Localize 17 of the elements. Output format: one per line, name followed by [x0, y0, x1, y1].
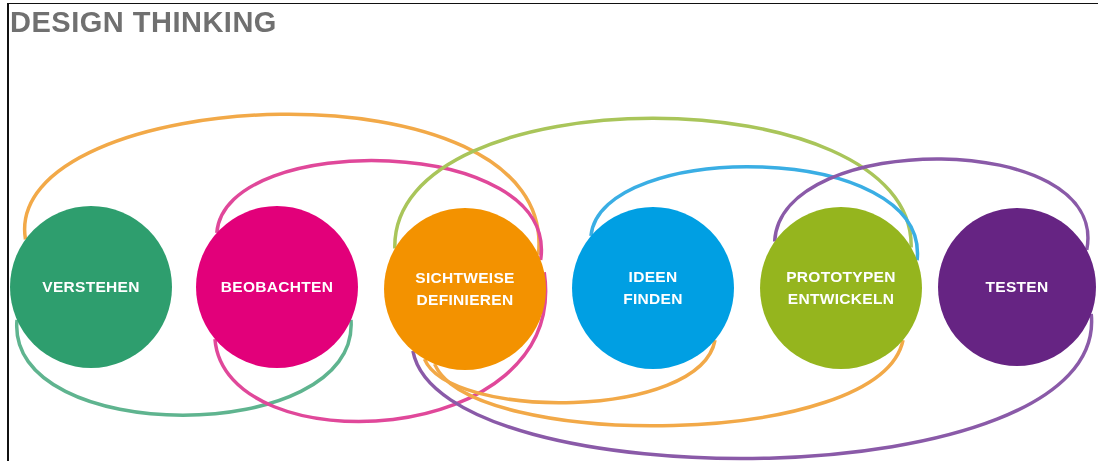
- loop-arc: [433, 339, 905, 428]
- loop-arc: [772, 157, 1089, 250]
- loop-arc: [589, 165, 919, 261]
- loop-arc: [393, 116, 913, 249]
- loop-arc: [15, 319, 353, 417]
- loop-arc: [213, 272, 546, 424]
- diagram-title: DESIGN THINKING: [10, 6, 277, 39]
- stage-label: IDEEN FINDEN: [622, 267, 684, 309]
- loop-arc: [215, 159, 543, 261]
- stage-label: TESTEN: [985, 277, 1049, 298]
- loop-arc: [23, 112, 541, 255]
- stage-label: SICHTWEISE DEFINIEREN: [414, 268, 516, 310]
- stage-label: VERSTEHEN: [42, 277, 140, 298]
- loop-arc: [423, 339, 717, 405]
- stage-label: PROTOTYPEN ENTWICKELN: [785, 267, 897, 309]
- loop-arc: [411, 313, 1093, 460]
- stage-label: BEOBACHTEN: [220, 277, 334, 298]
